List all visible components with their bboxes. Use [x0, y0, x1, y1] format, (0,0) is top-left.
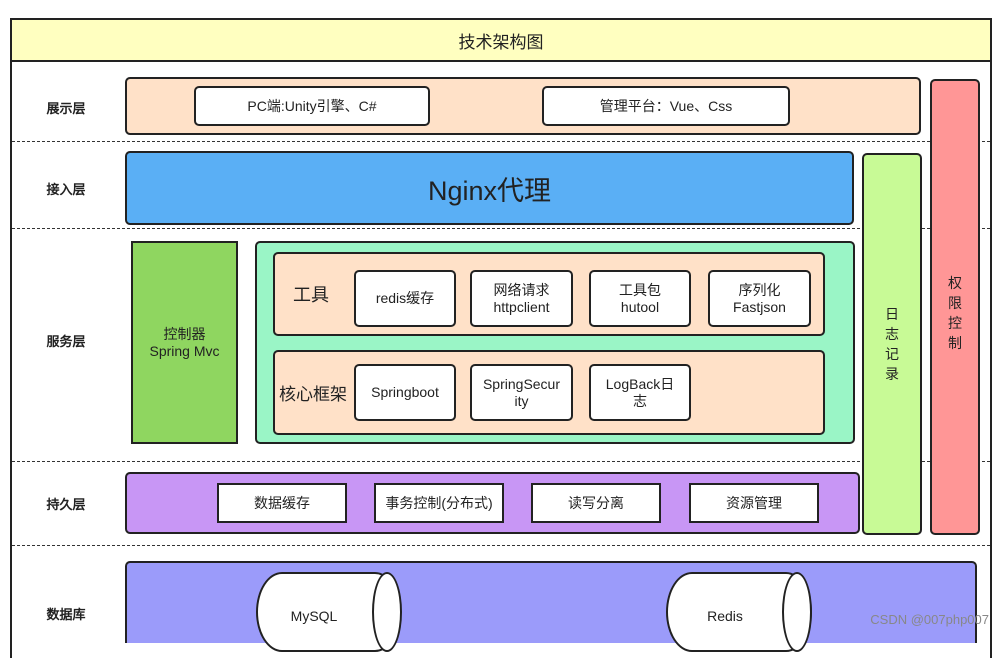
tool-httpclient: 网络请求 httpclient — [470, 270, 573, 327]
tool-hutool: 工具包 hutool — [589, 270, 691, 327]
persistence-data-cache: 数据缓存 — [217, 483, 347, 523]
log-record-bar: 日 志 记 录 — [862, 153, 922, 535]
watermark: CSDN @007php007 — [870, 612, 989, 627]
controller-box: 控制器 Spring Mvc — [131, 241, 238, 444]
layer-label-persistence: 持久层 — [46, 496, 86, 512]
core-logback-line1: LogBack日 — [605, 375, 675, 392]
core-logback: LogBack日 志 — [589, 364, 691, 421]
tool-hutool-line2: hutool — [620, 298, 660, 315]
permission-control-bar: 权 限 控 制 — [930, 79, 980, 535]
redis-label: Redis — [707, 608, 743, 624]
layer-separator — [12, 141, 990, 142]
tool-hutool-line1: 工具包 — [619, 281, 661, 298]
tool-redis-cache: redis缓存 — [354, 270, 456, 327]
layer-separator — [12, 461, 990, 462]
tool-httpclient-line1: 网络请求 — [493, 281, 550, 298]
core-framework-label: 核心框架 — [279, 385, 347, 404]
tool-httpclient-line2: httpclient — [493, 298, 550, 315]
permission-control-char: 控 — [948, 315, 962, 331]
redis-cylinder-cap — [782, 572, 812, 652]
mysql-cylinder-cap — [372, 572, 402, 652]
persistence-resource-management: 资源管理 — [689, 483, 819, 523]
layer-label-database: 数据库 — [46, 606, 86, 622]
core-springsecurity-line1: SpringSecur — [482, 375, 561, 392]
admin-platform-box: 管理平台：Vue、Css — [542, 86, 790, 126]
core-springboot: Springboot — [354, 364, 456, 421]
log-record-char: 录 — [885, 366, 899, 382]
controller-title: 控制器 — [163, 325, 206, 342]
database-layer-box — [125, 561, 977, 643]
permission-control-char: 权 — [948, 275, 962, 291]
layer-separator — [12, 228, 990, 229]
layer-label-presentation: 展示层 — [46, 100, 86, 116]
tools-label: 工具 — [293, 285, 329, 305]
core-springboot-text: Springboot — [371, 384, 439, 400]
log-record-char: 志 — [885, 326, 899, 342]
core-springsecurity-line2: ity — [514, 392, 529, 409]
core-springsecurity: SpringSecur ity — [470, 364, 573, 421]
nginx-proxy-box: Nginx代理 — [125, 151, 854, 225]
tool-fastjson-line1: 序列化 — [738, 281, 781, 298]
controller-framework: Spring Mvc — [149, 342, 220, 359]
layer-label-service: 服务层 — [46, 333, 86, 349]
layer-label-access: 接入层 — [46, 181, 86, 197]
log-record-char: 日 — [885, 306, 899, 322]
mysql-label: MySQL — [290, 608, 338, 624]
persistence-read-write-split: 读写分离 — [531, 483, 661, 523]
pc-client-box: PC端:Unity引擎、C# — [194, 86, 430, 126]
diagram-title: 技术架构图 — [10, 18, 992, 62]
permission-control-char: 制 — [948, 335, 962, 351]
tool-redis-cache-text: redis缓存 — [375, 290, 435, 306]
tool-fastjson-line2: Fastjson — [733, 298, 786, 315]
layer-separator — [12, 545, 990, 546]
permission-control-char: 限 — [948, 295, 962, 311]
log-record-char: 记 — [885, 346, 899, 362]
tool-fastjson: 序列化 Fastjson — [708, 270, 811, 327]
persistence-transaction-control: 事务控制(分布式) — [374, 483, 504, 523]
core-logback-line2: 志 — [633, 392, 647, 409]
